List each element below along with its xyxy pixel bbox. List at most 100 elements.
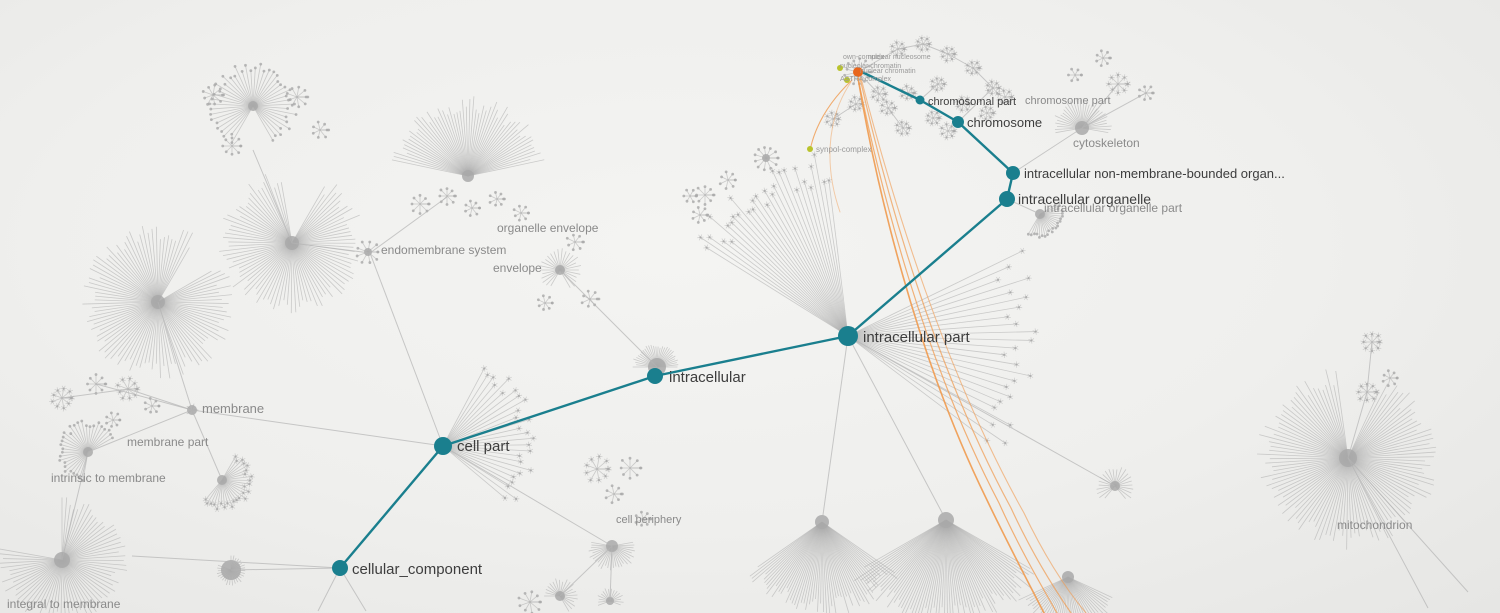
graph-edge xyxy=(339,567,367,612)
subtree-fan xyxy=(847,247,1039,447)
graph-edge xyxy=(1012,127,1083,174)
subtree-fan xyxy=(86,373,108,395)
graph-label[interactable]: nuclear chromatin xyxy=(860,68,916,75)
graph-node-intracellular-non-membrane-bounded-organelle[interactable] xyxy=(1006,166,1020,180)
graph-node-intracellular-part[interactable] xyxy=(838,326,858,346)
graph-edge xyxy=(1347,391,1368,459)
subtree-fan xyxy=(464,199,482,217)
graph-edge xyxy=(369,196,448,254)
subtree-fan xyxy=(588,540,635,571)
graph-label[interactable]: intracellular organelle part xyxy=(1044,201,1183,215)
subtree-fan xyxy=(221,136,243,156)
graph-edge xyxy=(230,567,341,571)
graph-label[interactable]: chromosomal part xyxy=(928,96,1016,108)
subtree-fan xyxy=(977,103,997,123)
graph-node-nuclear-nucleosome[interactable] xyxy=(853,67,863,77)
subtree-fan xyxy=(0,497,128,613)
subtree-fan xyxy=(995,87,1016,106)
graph-label[interactable]: cellular_component xyxy=(352,561,483,578)
highlighted-path-edge xyxy=(860,70,922,102)
graph-node-cell-part[interactable] xyxy=(434,437,452,455)
subtree-fan xyxy=(517,590,543,613)
graph-label[interactable]: endomembrane system xyxy=(381,243,506,257)
subtree-fan xyxy=(1137,85,1155,101)
gray-subtree-fans-layer xyxy=(0,34,1437,613)
graph-edge xyxy=(369,252,444,447)
subtree-fan xyxy=(565,233,585,252)
subtree-fan xyxy=(219,174,360,314)
graph-label[interactable]: organelle envelope xyxy=(497,221,599,235)
graph-edge xyxy=(252,149,293,244)
graph-edge xyxy=(957,87,994,123)
graph-node-chromosomal-part[interactable] xyxy=(915,95,925,105)
orange-association-edge xyxy=(859,77,1072,613)
graph-edge xyxy=(157,301,193,411)
highlighted-path-edge xyxy=(918,98,960,124)
subtree-fan xyxy=(438,187,457,206)
graph-label[interactable]: cytoskeleton xyxy=(1073,136,1140,150)
graph-edge xyxy=(561,271,658,368)
graph-edge xyxy=(127,388,193,411)
gray-edges-layer xyxy=(61,43,1469,612)
graph-label[interactable]: envelope xyxy=(493,261,542,275)
highlighted-path-edge xyxy=(846,197,1009,338)
graph-edge xyxy=(897,43,924,50)
graph-edge xyxy=(947,53,974,69)
subtree-fan xyxy=(691,206,710,224)
graph-label[interactable]: intrinsic to membrane xyxy=(51,471,166,485)
subtree-fan xyxy=(216,555,246,586)
subtree-fan xyxy=(1381,369,1399,388)
subtree-fan xyxy=(536,294,554,311)
graph-edge xyxy=(191,409,444,447)
graph-node-lime-node-2[interactable] xyxy=(844,77,850,83)
graph-label[interactable]: ASTRA complex xyxy=(840,76,891,83)
graph-label[interactable]: synpol-complex xyxy=(816,145,872,154)
graph-edge xyxy=(922,43,949,55)
graph-edge xyxy=(191,409,223,481)
graph-label[interactable]: intracellular organelle xyxy=(1018,191,1151,207)
subtree-fan xyxy=(442,365,537,503)
graph-label[interactable]: membrane part xyxy=(127,435,209,449)
graph-label[interactable]: membrane xyxy=(202,401,264,416)
subtree-fan xyxy=(854,512,1034,613)
subtree-fan xyxy=(869,84,889,104)
graph-node-chromosome[interactable] xyxy=(952,116,964,128)
graph-nodes-layer xyxy=(332,65,1020,576)
graph-label[interactable]: nucleolar chromatin xyxy=(840,63,901,70)
highlighted-path-edge xyxy=(956,120,1015,175)
graph-edge xyxy=(291,242,371,254)
graph-node-intracellular[interactable] xyxy=(647,368,663,384)
graph-label[interactable]: chromosome xyxy=(967,115,1042,130)
subtree-fan xyxy=(391,96,545,182)
subtree-fan xyxy=(597,588,624,606)
graph-label[interactable]: intracellular non-membrane-bounded organ… xyxy=(1024,166,1285,181)
subtree-fan xyxy=(1067,67,1083,83)
subtree-fan xyxy=(718,170,737,190)
graph-node-synpol-complex-node[interactable] xyxy=(807,146,813,152)
subtree-fan xyxy=(697,151,849,337)
graph-label[interactable]: intracellular part xyxy=(863,329,971,346)
graph-label[interactable]: cell part xyxy=(457,438,510,455)
graph-node-intracellular-organelle[interactable] xyxy=(999,191,1015,207)
graph-label[interactable]: integral to membrane xyxy=(7,597,121,611)
subtree-fan xyxy=(105,411,122,428)
graph-label[interactable]: cell periphery xyxy=(616,514,682,526)
graph-label[interactable]: own-complex xyxy=(843,54,885,61)
graph-label[interactable]: chromosome part xyxy=(1025,95,1111,107)
graph-node-lime-node-1[interactable] xyxy=(837,65,843,71)
graph-edge xyxy=(847,335,947,521)
subtree-fan xyxy=(49,385,75,412)
graph-edge xyxy=(61,388,129,399)
graph-node-cellular-component[interactable] xyxy=(332,560,348,576)
subtree-fan xyxy=(580,289,601,308)
graph-label[interactable]: intracellular xyxy=(669,369,746,386)
graph-label[interactable]: nuclear nucleosome xyxy=(868,54,931,61)
graph-edge xyxy=(1347,457,1469,593)
graph-label[interactable]: mitochondrion xyxy=(1337,518,1412,532)
subtree-fan xyxy=(924,109,943,127)
subtree-fan xyxy=(938,121,958,141)
graph-edge xyxy=(972,67,994,89)
subtree-fan xyxy=(1257,369,1437,550)
